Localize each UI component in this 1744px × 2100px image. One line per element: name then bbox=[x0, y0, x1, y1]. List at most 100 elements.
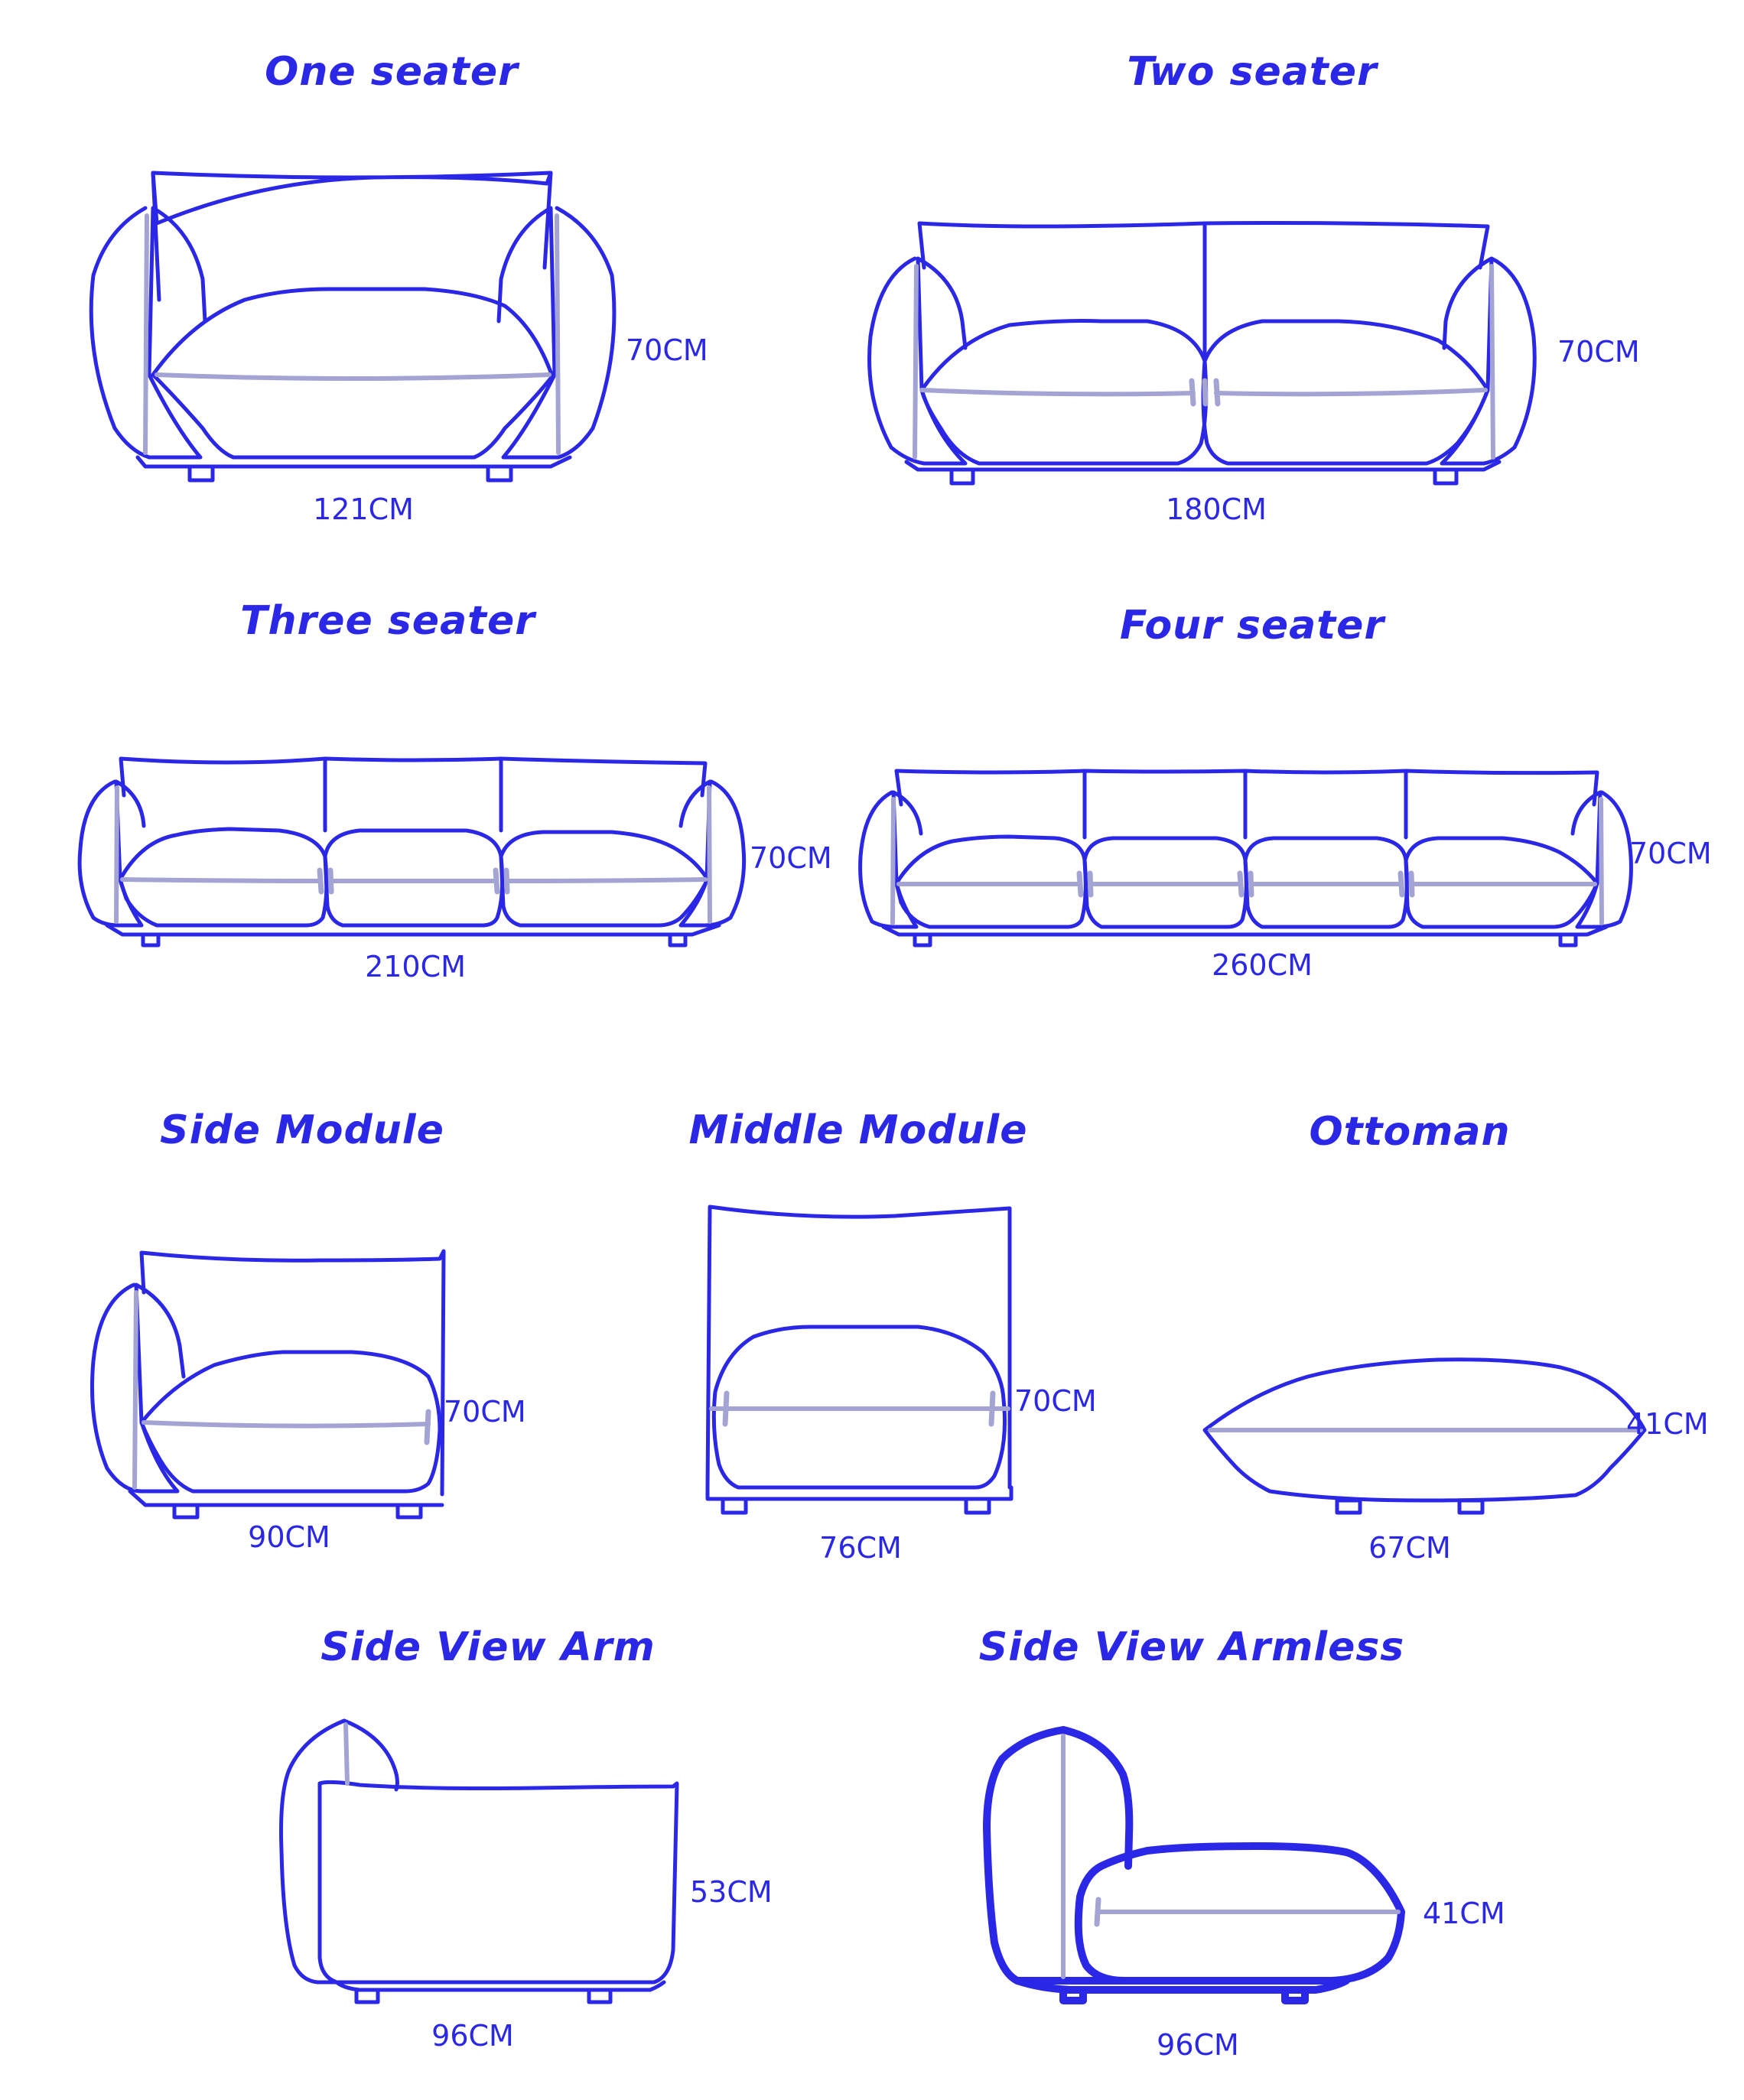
two-seater-right-leg bbox=[1433, 467, 1459, 486]
side-module-drawing bbox=[90, 1249, 446, 1520]
three-seater-height-label: 70CM bbox=[750, 841, 832, 875]
side-module-left-leg bbox=[172, 1503, 200, 1520]
three-seater-width-label: 210CM bbox=[365, 950, 466, 983]
side-arm-left-leg bbox=[354, 1988, 380, 2004]
middle-module-base bbox=[705, 1485, 1014, 1501]
four-seater-right-leg bbox=[1558, 932, 1578, 948]
side-module-title: Side Module bbox=[160, 1107, 444, 1153]
one-seater-backrest-right bbox=[542, 171, 553, 270]
two-seater-drawing bbox=[867, 221, 1537, 486]
ottoman-right-leg bbox=[1457, 1498, 1485, 1515]
middle-module-width-ticks bbox=[722, 1390, 996, 1427]
one-seater-cushion bbox=[151, 287, 555, 460]
three-seater-width-ticks bbox=[317, 867, 510, 895]
one-seater-height-label: 70CM bbox=[626, 333, 708, 367]
two-seater-right-arm bbox=[1440, 256, 1537, 466]
two-seater-left-arm bbox=[867, 256, 968, 466]
two-seater-height-label: 70CM bbox=[1557, 335, 1640, 369]
one-seater-left-arm bbox=[89, 206, 207, 460]
side-view-armless-width-label: 96CM bbox=[1157, 2028, 1239, 2062]
side-arm-height-guide bbox=[343, 1722, 350, 1786]
ottoman-title: Ottoman bbox=[1309, 1109, 1511, 1155]
middle-module-width-label: 76CM bbox=[819, 1531, 902, 1565]
two-seater-cushion-right bbox=[1201, 319, 1490, 466]
three-seater-title: Three seater bbox=[240, 598, 535, 644]
side-module-height-guide bbox=[132, 1290, 138, 1490]
one-seater-left-leg bbox=[187, 464, 215, 483]
side-arm-body bbox=[317, 1780, 679, 1985]
one-seater-backrest-left bbox=[151, 171, 161, 302]
ottoman-body bbox=[1202, 1357, 1647, 1503]
side-view-armless-drawing bbox=[983, 1726, 1405, 2004]
three-seater-height-guide bbox=[114, 785, 712, 924]
one-seater-width-label: 121CM bbox=[313, 492, 414, 526]
side-module-base bbox=[128, 1489, 444, 1507]
side-module-arm bbox=[90, 1282, 186, 1494]
three-seater-left-arm bbox=[77, 779, 146, 928]
one-seater-base bbox=[135, 455, 572, 469]
three-seater-back-dividers bbox=[323, 756, 503, 833]
middle-module-drawing bbox=[705, 1204, 1014, 1515]
side-module-height-label: 70CM bbox=[444, 1395, 526, 1429]
two-seater-base bbox=[904, 460, 1502, 472]
three-seater-cushion-1 bbox=[118, 827, 329, 928]
three-seater-cushion-2 bbox=[323, 828, 505, 928]
middle-module-right-leg bbox=[964, 1497, 991, 1515]
side-armless-cushion bbox=[1074, 1842, 1405, 1985]
four-seater-height-label: 70CM bbox=[1629, 837, 1712, 870]
three-seater-base bbox=[105, 923, 721, 937]
three-seater-right-leg bbox=[668, 932, 688, 948]
four-seater-title: Four seater bbox=[1119, 603, 1385, 649]
three-seater-right-arm bbox=[678, 779, 747, 928]
two-seater-width-label: 180CM bbox=[1166, 492, 1267, 526]
four-seater-right-arm bbox=[1570, 790, 1633, 929]
one-seater-width-guide bbox=[155, 372, 552, 381]
side-view-arm-height-label: 53CM bbox=[690, 1875, 773, 1909]
two-seater-left-leg bbox=[949, 467, 975, 486]
middle-module-height-label: 70CM bbox=[1014, 1384, 1097, 1418]
side-armless-left-leg bbox=[1059, 1986, 1087, 2004]
three-seater-drawing bbox=[77, 756, 747, 948]
two-seater-height-guide bbox=[913, 264, 1495, 460]
four-seater-back-dividers bbox=[1082, 769, 1408, 840]
four-seater-cushion-4 bbox=[1404, 836, 1599, 929]
side-view-armless-height-label: 41CM bbox=[1423, 1897, 1505, 1930]
three-seater-width-guide bbox=[120, 877, 708, 883]
one-seater-title: One seater bbox=[265, 49, 519, 95]
side-view-arm-title: Side View Arm bbox=[320, 1624, 656, 1670]
side-arm-base bbox=[334, 1980, 666, 1992]
two-seater-width-ticks bbox=[1189, 378, 1221, 407]
side-module-backrest bbox=[139, 1249, 446, 1497]
middle-module-left-leg bbox=[721, 1497, 748, 1515]
side-armless-right-leg bbox=[1281, 1986, 1309, 2004]
side-armless-back bbox=[983, 1726, 1134, 1985]
middle-module-cushion bbox=[711, 1325, 1007, 1490]
four-seater-height-guide bbox=[890, 797, 1604, 925]
side-armless-width-tick bbox=[1094, 1897, 1101, 1927]
ottoman-width-label: 67CM bbox=[1368, 1531, 1451, 1565]
four-seater-width-ticks bbox=[1076, 870, 1415, 898]
side-view-arm-width-label: 96CM bbox=[431, 2019, 514, 2053]
one-seater-drawing bbox=[89, 171, 617, 483]
one-seater-backrest bbox=[151, 171, 553, 226]
middle-module-title: Middle Module bbox=[688, 1107, 1028, 1153]
three-seater-backrest bbox=[119, 756, 708, 798]
side-module-cushion bbox=[139, 1350, 442, 1494]
two-seater-title: Two seater bbox=[1127, 49, 1378, 95]
four-seater-left-arm bbox=[858, 790, 923, 929]
four-seater-width-label: 260CM bbox=[1212, 948, 1313, 982]
four-seater-base bbox=[881, 925, 1609, 937]
four-seater-drawing bbox=[858, 769, 1633, 948]
ottoman-drawing bbox=[1202, 1357, 1647, 1515]
side-module-width-tick bbox=[424, 1409, 431, 1445]
one-seater-right-arm bbox=[496, 206, 617, 460]
side-view-armless-title: Side View Armless bbox=[978, 1624, 1405, 1670]
middle-module-backrest bbox=[705, 1204, 1012, 1490]
side-module-right-leg bbox=[395, 1503, 423, 1520]
one-seater-height-guide bbox=[143, 213, 561, 455]
side-view-arm-drawing bbox=[279, 1718, 679, 2004]
side-module-width-guide bbox=[142, 1420, 431, 1429]
one-seater-right-leg bbox=[486, 464, 513, 483]
